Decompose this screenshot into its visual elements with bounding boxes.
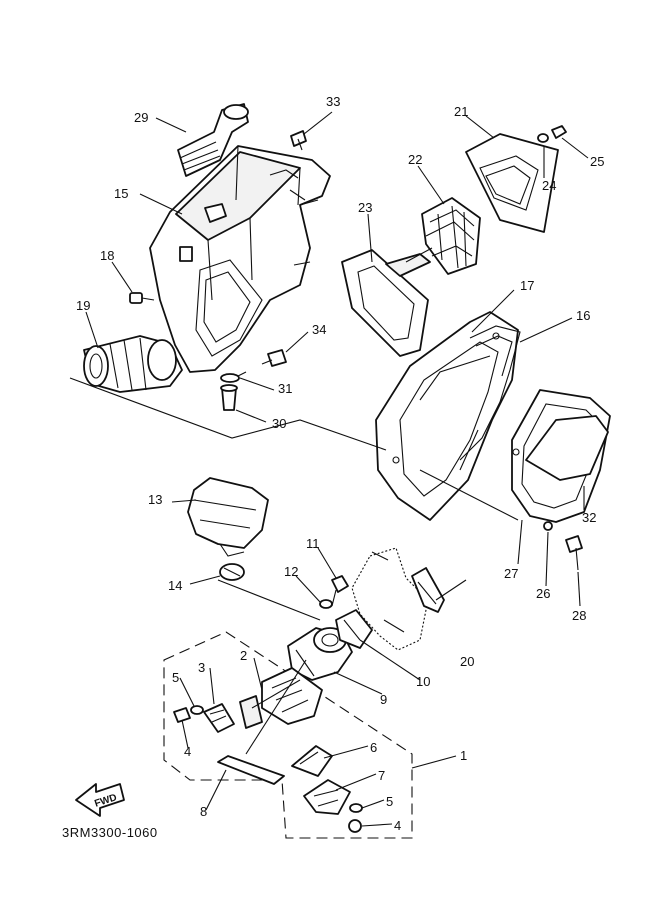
callout-29: 29 xyxy=(134,110,148,125)
callout-6: 6 xyxy=(370,740,377,755)
screw-4a xyxy=(173,707,191,723)
callout-24: 24 xyxy=(542,178,556,193)
joint-19 xyxy=(83,335,183,393)
callout-7: 7 xyxy=(378,768,385,783)
intake-duct xyxy=(177,103,249,177)
callout-3: 3 xyxy=(198,660,205,675)
callout-32: 32 xyxy=(582,510,596,525)
callout-8: 8 xyxy=(200,804,207,819)
callout-27: 27 xyxy=(504,566,518,581)
callout-34: 34 xyxy=(312,322,326,337)
callout-12: 12 xyxy=(284,564,298,579)
bolt-28 xyxy=(565,535,583,571)
leader-lines xyxy=(85,111,589,827)
reed-3 xyxy=(203,703,235,733)
callout-26: 26 xyxy=(536,586,550,601)
callout-10: 10 xyxy=(416,674,430,689)
screw-25 xyxy=(551,125,567,139)
callout-13: 13 xyxy=(148,492,162,507)
bolt-33 xyxy=(290,130,307,151)
callout-11: 11 xyxy=(306,536,320,551)
washer-12 xyxy=(319,599,333,609)
callout-15: 15 xyxy=(114,186,128,201)
filter-element-23 xyxy=(341,247,433,357)
gasket-8 xyxy=(217,755,285,785)
reed-stopper-7 xyxy=(303,779,351,815)
callout-labels: 29 33 15 18 19 34 31 30 21 25 24 22 23 1… xyxy=(76,94,604,833)
callout-9: 9 xyxy=(380,692,387,707)
washer-5a xyxy=(190,705,204,715)
gasket-10 xyxy=(335,609,373,649)
filter-guide-22 xyxy=(421,197,481,275)
callout-28: 28 xyxy=(572,608,586,623)
callout-14: 14 xyxy=(168,578,182,593)
bolt-34 xyxy=(261,349,287,367)
bolt-18 xyxy=(129,292,155,304)
screw-4b xyxy=(348,819,362,833)
clamp-14 xyxy=(219,563,245,581)
clamp-20 xyxy=(411,567,445,613)
callout-21: 21 xyxy=(454,104,468,119)
callout-30: 30 xyxy=(272,416,286,431)
washer-24 xyxy=(537,133,549,143)
reed-valve-body-2 xyxy=(239,667,323,729)
reed-6 xyxy=(291,745,333,777)
callout-22: 22 xyxy=(408,152,422,167)
seal-16 xyxy=(459,325,521,461)
callout-23: 23 xyxy=(358,200,372,215)
side-cover-17 xyxy=(375,311,519,521)
grommet-26 xyxy=(543,521,553,531)
fwd-arrow-icon: FWD xyxy=(75,783,125,817)
callout-5a: 5 xyxy=(172,670,179,685)
callout-17: 17 xyxy=(520,278,534,293)
callout-16: 16 xyxy=(576,308,590,323)
callout-2: 2 xyxy=(240,648,247,663)
emblem-32 xyxy=(525,415,609,481)
callout-1: 1 xyxy=(460,748,467,763)
carburetor-ghost xyxy=(351,547,429,651)
drain-plug-30 xyxy=(220,384,238,411)
callout-33: 33 xyxy=(326,94,340,109)
callout-31: 31 xyxy=(278,381,292,396)
callout-18: 18 xyxy=(100,248,114,263)
diagram-code: 3RM3300-1060 xyxy=(62,825,158,840)
callout-20: 20 xyxy=(460,654,474,669)
air-box-case xyxy=(149,145,331,373)
filter-cap-21 xyxy=(465,133,559,233)
washer-5b xyxy=(349,803,363,813)
air-filter-13 xyxy=(187,477,269,557)
bolt-11 xyxy=(331,575,349,607)
clip-31 xyxy=(220,371,247,383)
callout-4b: 4 xyxy=(394,818,401,833)
callout-5b: 5 xyxy=(386,794,393,809)
callout-25: 25 xyxy=(590,154,604,169)
callout-4a: 4 xyxy=(184,744,191,759)
callout-19: 19 xyxy=(76,298,90,313)
